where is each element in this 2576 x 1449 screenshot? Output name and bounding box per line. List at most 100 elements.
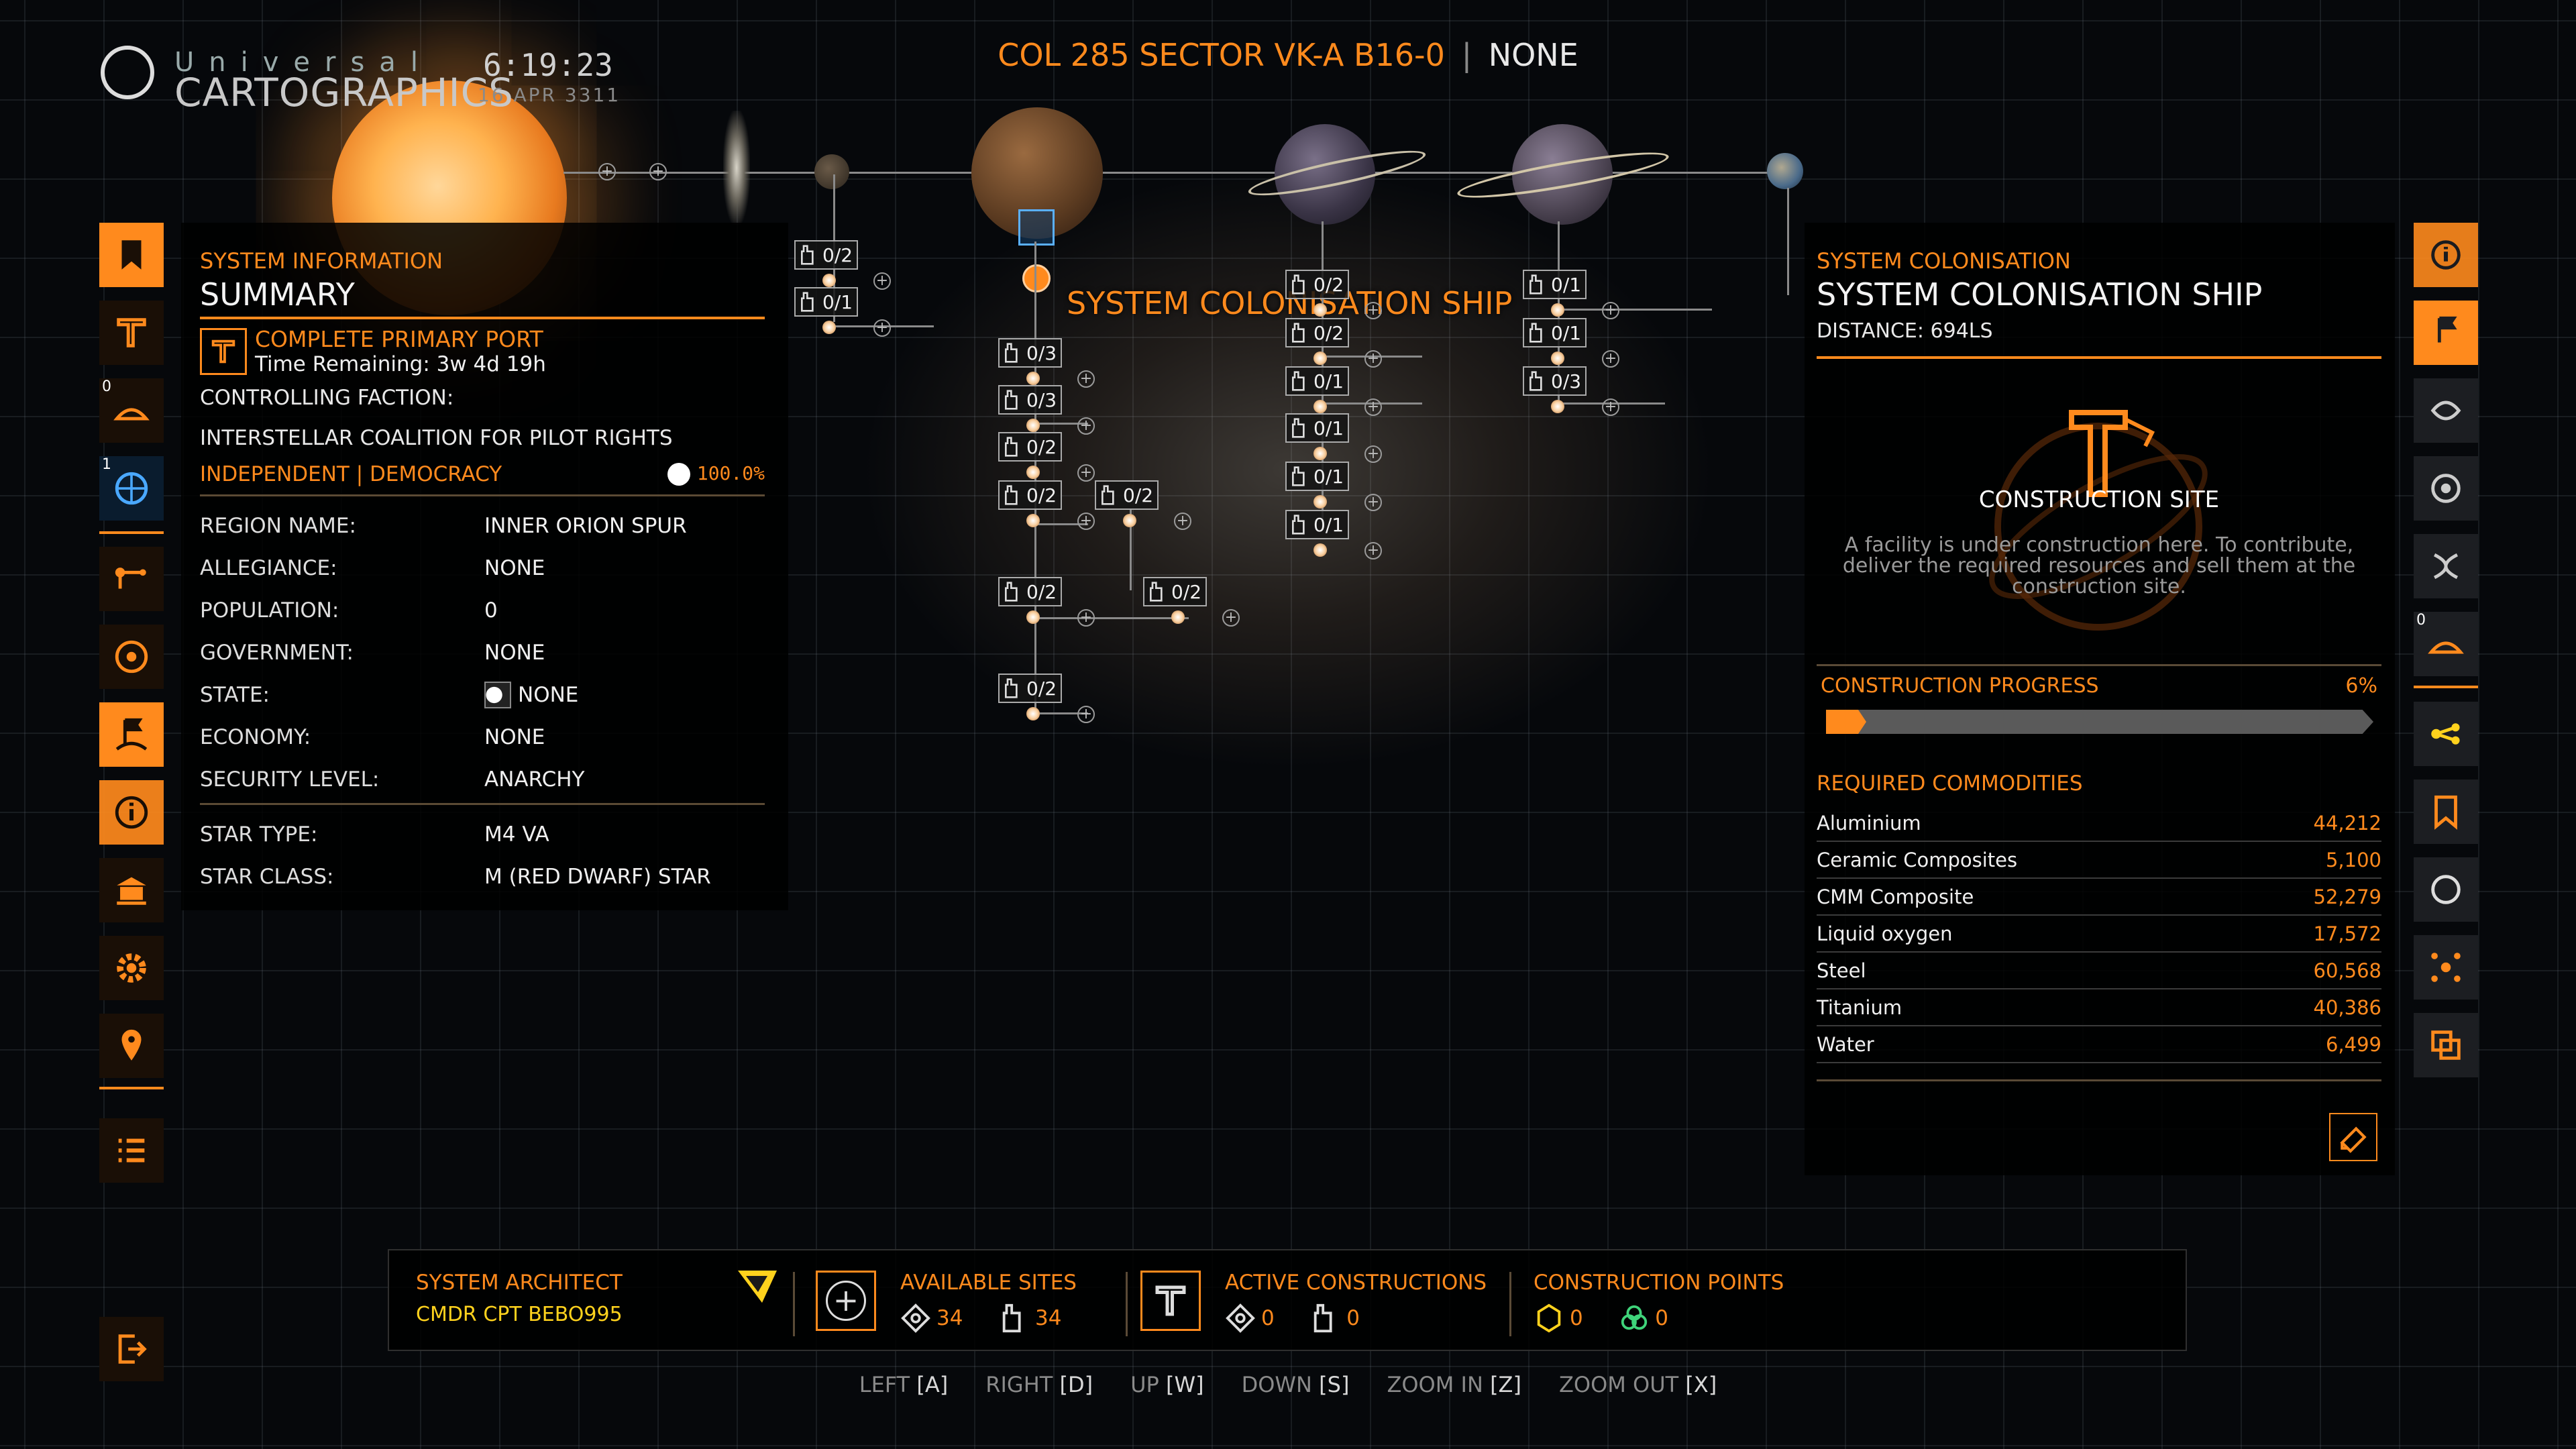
body-slot-node[interactable]: 0/1 bbox=[1523, 270, 1587, 299]
station-marker-icon[interactable] bbox=[1018, 209, 1055, 246]
planet-ringed[interactable] bbox=[1275, 124, 1375, 225]
body-slot-node[interactable]: 0/2 bbox=[1095, 480, 1159, 510]
body-dot[interactable] bbox=[1026, 372, 1040, 385]
body-slot-node[interactable]: 0/3 bbox=[1523, 366, 1587, 396]
asteroid-belt[interactable] bbox=[723, 111, 750, 225]
faction-name[interactable]: INTERSTELLAR COALITION FOR PILOT RIGHTS bbox=[200, 426, 673, 450]
add-slot-icon[interactable]: + bbox=[1602, 302, 1619, 319]
body-dot[interactable] bbox=[1026, 466, 1040, 479]
body-slot-node[interactable]: 0/3 bbox=[998, 385, 1063, 415]
body-slot-node[interactable]: 0/2 bbox=[1285, 318, 1350, 347]
body-slot-node[interactable]: 0/2 bbox=[998, 480, 1063, 510]
body-dot[interactable] bbox=[1551, 303, 1564, 317]
exit-button[interactable] bbox=[99, 1317, 164, 1381]
body-slot-node[interactable]: 0/2 bbox=[998, 432, 1063, 462]
add-slot-icon[interactable]: + bbox=[1077, 464, 1095, 482]
objective[interactable]: COMPLETE PRIMARY PORT Time Remaining: 3w… bbox=[200, 326, 772, 376]
add-slot-icon[interactable]: + bbox=[1602, 350, 1619, 368]
right-colonisation-tab[interactable] bbox=[2414, 301, 2478, 365]
system-map-tab[interactable] bbox=[99, 625, 164, 689]
body-slot-node[interactable]: 0/3 bbox=[998, 338, 1063, 368]
planet-ringed[interactable] bbox=[1512, 124, 1613, 225]
body-slot-node[interactable]: 0/1 bbox=[1523, 318, 1587, 347]
body-dot[interactable] bbox=[1123, 514, 1136, 527]
add-slot-icon[interactable]: + bbox=[1364, 542, 1382, 559]
body-dot[interactable] bbox=[1313, 495, 1327, 508]
right-bookmark-tab[interactable] bbox=[2414, 780, 2478, 844]
planet-small[interactable] bbox=[814, 154, 849, 189]
body-slot-node[interactable]: 0/2 bbox=[998, 674, 1063, 703]
add-slot-icon[interactable]: + bbox=[873, 319, 891, 337]
right-moon-tab[interactable] bbox=[2414, 857, 2478, 922]
active-construction-button[interactable] bbox=[1140, 1271, 1201, 1331]
add-slot-icon[interactable]: + bbox=[1364, 350, 1382, 368]
add-slot-icon[interactable]: + bbox=[649, 163, 667, 180]
right-info-tab[interactable] bbox=[2414, 223, 2478, 287]
planet-small[interactable] bbox=[1767, 153, 1803, 189]
right-dna-tab[interactable] bbox=[2414, 534, 2478, 598]
colonisation-tab[interactable] bbox=[99, 702, 164, 767]
body-dot[interactable] bbox=[1026, 610, 1040, 624]
surface-tab[interactable]: 0 bbox=[99, 378, 164, 443]
add-slot-icon[interactable]: + bbox=[1364, 398, 1382, 416]
location-tab[interactable] bbox=[99, 1014, 164, 1078]
globe-tab[interactable]: 1 bbox=[99, 456, 164, 521]
add-site-button[interactable]: + bbox=[816, 1271, 876, 1331]
right-route-tab[interactable] bbox=[2414, 702, 2478, 766]
body-dot[interactable] bbox=[1313, 303, 1327, 317]
body-dot[interactable] bbox=[822, 274, 836, 287]
body-dot[interactable] bbox=[822, 321, 836, 334]
add-slot-icon[interactable]: + bbox=[1222, 609, 1240, 627]
body-dot[interactable] bbox=[1313, 543, 1327, 557]
right-transfer-tab[interactable] bbox=[2414, 1013, 2478, 1077]
body-dot[interactable] bbox=[1551, 400, 1564, 413]
add-slot-icon[interactable]: + bbox=[1077, 417, 1095, 435]
add-slot-icon[interactable]: + bbox=[1364, 445, 1382, 463]
body-slot-node[interactable]: 0/2 bbox=[1143, 577, 1208, 606]
body-dot[interactable] bbox=[1313, 447, 1327, 460]
bookmark-tab[interactable] bbox=[99, 223, 164, 287]
add-slot-icon[interactable]: + bbox=[873, 272, 891, 290]
colonisation-ship-icon[interactable] bbox=[1022, 264, 1051, 292]
body-slot-node[interactable]: 0/1 bbox=[1285, 413, 1350, 443]
body-slot-node[interactable]: 0/2 bbox=[1285, 270, 1350, 299]
body-dot[interactable] bbox=[1026, 514, 1040, 527]
body-dot[interactable] bbox=[1313, 352, 1327, 365]
add-slot-icon[interactable]: + bbox=[1364, 494, 1382, 511]
settings-tab[interactable] bbox=[99, 936, 164, 1000]
add-slot-icon[interactable]: + bbox=[1364, 302, 1382, 319]
route-tab[interactable] bbox=[99, 547, 164, 611]
add-slot-icon[interactable]: + bbox=[1174, 513, 1191, 530]
body-slot-node[interactable]: 0/1 bbox=[1285, 510, 1350, 539]
add-slot-icon[interactable]: + bbox=[1602, 398, 1619, 416]
construction-tab[interactable] bbox=[99, 301, 164, 365]
info-tab[interactable] bbox=[99, 780, 164, 845]
body-slot-node[interactable]: 0/2 bbox=[794, 240, 859, 270]
list-tab[interactable] bbox=[99, 1118, 164, 1183]
codex-button[interactable] bbox=[2329, 1113, 2377, 1161]
body-slot-node[interactable]: 0/1 bbox=[1285, 366, 1350, 396]
body-dot[interactable] bbox=[1026, 707, 1040, 720]
add-slot-icon[interactable]: + bbox=[1077, 513, 1095, 530]
add-slot-icon[interactable]: + bbox=[1077, 609, 1095, 627]
body-dot[interactable] bbox=[1551, 352, 1564, 365]
body-slot-node[interactable]: 0/2 bbox=[998, 577, 1063, 606]
right-network-tab[interactable] bbox=[2414, 935, 2478, 1000]
add-slot-icon[interactable]: + bbox=[598, 163, 616, 180]
body-dot[interactable] bbox=[1171, 610, 1185, 624]
government-tab[interactable] bbox=[99, 858, 164, 922]
body-slot-node[interactable]: 0/1 bbox=[794, 287, 859, 317]
body-dot[interactable] bbox=[1313, 400, 1327, 413]
add-slot-icon[interactable]: + bbox=[1077, 370, 1095, 388]
body-slot-node[interactable]: 0/1 bbox=[1285, 462, 1350, 491]
right-scan-tab[interactable] bbox=[2414, 378, 2478, 443]
body-dot[interactable] bbox=[1026, 419, 1040, 432]
right-surface-tab[interactable]: 0 bbox=[2414, 612, 2478, 676]
